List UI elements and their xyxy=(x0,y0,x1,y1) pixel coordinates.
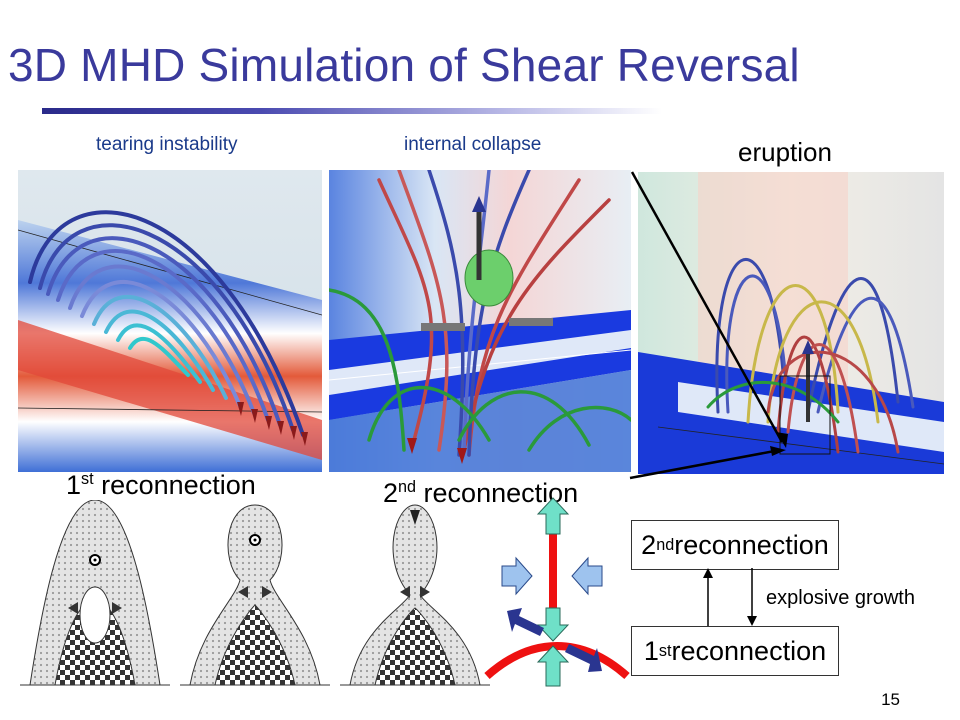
schematic-stage-3 xyxy=(340,504,490,686)
title-underline xyxy=(42,108,662,114)
arrow-up-icon xyxy=(703,568,713,578)
eruption-image xyxy=(638,172,944,474)
first-reconnection-label: 1st reconnection xyxy=(66,470,256,500)
caption-internal-collapse: internal collapse xyxy=(404,134,542,155)
schematic-stage-1 xyxy=(20,500,170,686)
tearing-instability-image xyxy=(18,170,322,472)
eruption-pointer-lines xyxy=(629,171,788,480)
caption-eruption: eruption xyxy=(738,137,832,167)
feedback-arrows xyxy=(703,568,757,626)
caption-tearing-instability: tearing instability xyxy=(96,134,238,155)
internal-collapse-image xyxy=(329,170,631,472)
schematic-diagrams xyxy=(20,500,490,686)
slide-title: 3D MHD Simulation of Shear Reversal xyxy=(8,39,800,91)
explosive-growth-label: explosive growth xyxy=(766,587,915,609)
schematic-stage-2 xyxy=(180,504,330,686)
page-number: 15 xyxy=(881,690,900,709)
arrow-down-icon xyxy=(747,616,757,626)
reconnection-mechanism-diagram xyxy=(484,497,630,687)
